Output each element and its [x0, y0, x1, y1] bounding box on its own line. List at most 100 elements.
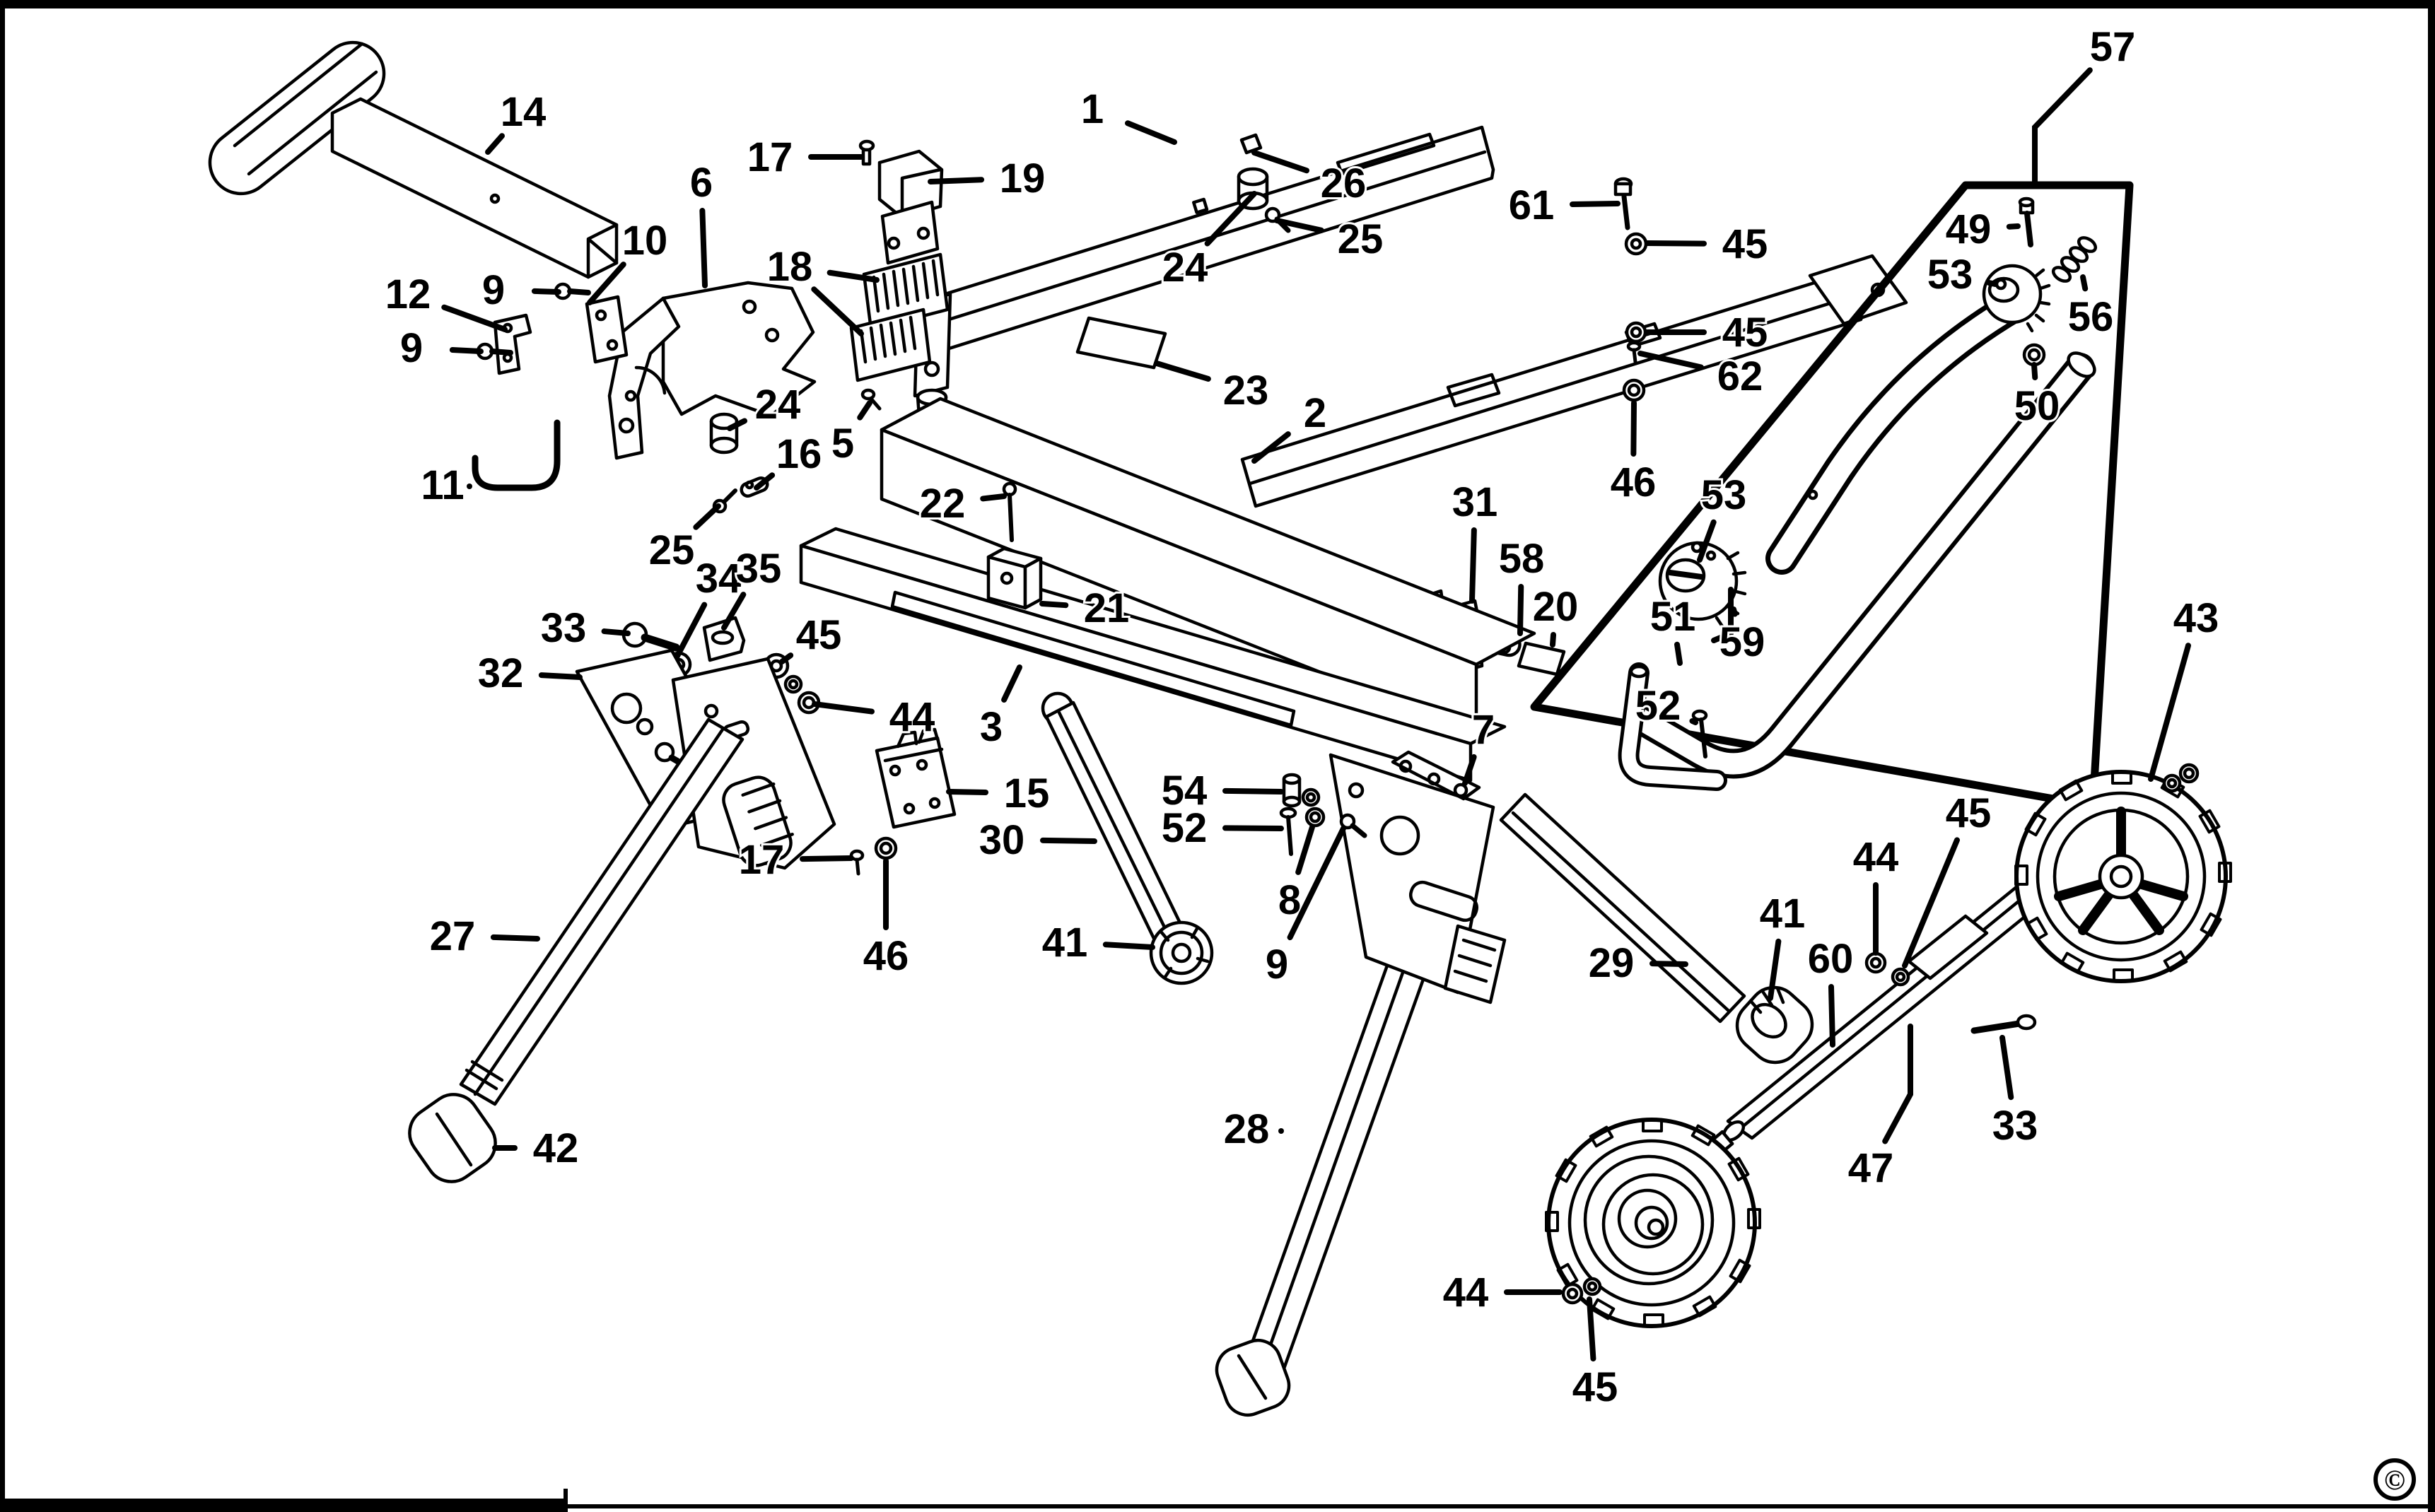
sticker-part-20	[1517, 641, 1566, 676]
leader-line-part-10	[587, 262, 626, 305]
callout-part-50: 50	[2012, 362, 2062, 431]
nut-part-46-upper	[1622, 378, 1646, 402]
callout-part-24: 24	[1160, 191, 1257, 293]
part-number-label-45: 45	[1722, 221, 1768, 267]
part-14-carry-handle	[208, 40, 619, 279]
part-number-label-27: 27	[430, 913, 476, 959]
part-number-label-24: 24	[1162, 245, 1208, 291]
leader-line-part-44	[812, 701, 875, 715]
fasteners-44-45-right	[1864, 951, 1910, 987]
callout-part-51: 51	[1648, 592, 1698, 666]
part-number-label-58: 58	[1499, 536, 1545, 582]
block-part-21	[986, 546, 1043, 610]
part-number-label-6: 6	[690, 160, 713, 206]
callout-part-24: 24	[727, 380, 802, 431]
leader-line-part-35	[721, 592, 747, 631]
screw-part-17-top	[858, 139, 875, 166]
leader-line-part-32	[538, 672, 583, 680]
callout-part-45: 45	[1645, 307, 1770, 358]
u-tube-part-51	[1618, 662, 1727, 791]
part-number-label-33: 33	[541, 605, 587, 651]
knob-part-53-lower	[1658, 541, 1747, 628]
callout-part-18: 18	[765, 242, 880, 336]
plate-part-15	[875, 727, 957, 829]
leader-line-part-56	[2080, 274, 2089, 292]
hex-key-part-59	[1711, 587, 1734, 643]
callout-part-28: 28	[1222, 1104, 1284, 1154]
leader-line-part-43	[2148, 643, 2191, 782]
callout-part-59: 59	[1717, 606, 1767, 667]
callout-part-30: 30	[977, 815, 1097, 865]
callout-part-58: 58	[1497, 534, 1546, 636]
callout-part-56: 56	[2066, 274, 2115, 342]
bolt-part-49	[2018, 197, 2035, 247]
strap-part-7	[1391, 750, 1481, 801]
callout-part-52: 52	[1160, 803, 1284, 853]
callout-part-11: 11	[419, 460, 472, 510]
screw-part-9-upper	[554, 282, 591, 300]
leader-line-part-50	[2031, 362, 2038, 381]
leader-line-part-27	[490, 934, 540, 942]
part-number-label-15: 15	[1004, 770, 1050, 816]
leader-line-part-45	[1645, 240, 1707, 247]
washer-part-45-upper	[1624, 232, 1648, 256]
callout-part-1: 1	[1079, 84, 1177, 145]
part-number-label-35: 35	[736, 546, 782, 592]
leader-line-part-22	[980, 493, 1007, 502]
part-number-label-24: 24	[755, 382, 801, 428]
callout-part-42: 42	[492, 1123, 580, 1173]
leader-line-part-3	[1001, 664, 1022, 703]
pin-part-22	[1002, 481, 1017, 542]
leader-line-part-33	[1999, 1035, 2014, 1101]
part-number-label-53: 53	[1927, 252, 1973, 298]
leader-line-part-23	[1154, 361, 1211, 382]
part-number-label-41: 41	[1042, 920, 1088, 966]
screw-part-62	[1626, 341, 1642, 364]
part-number-label-34: 34	[696, 556, 742, 602]
screw-part-9-right	[1339, 813, 1367, 838]
part-number-label-45: 45	[1946, 790, 1992, 836]
callout-part-9: 9	[398, 323, 484, 373]
part-number-label-26: 26	[1321, 160, 1367, 206]
leader-line-part-45	[1902, 837, 1960, 968]
leader-line-part-26	[1251, 150, 1310, 174]
screw-part-5	[860, 388, 882, 411]
bracket-part-19	[877, 149, 944, 265]
part-number-label-1: 1	[1081, 86, 1104, 132]
nut-part-50	[2022, 343, 2046, 367]
leader-line-part-9	[449, 346, 484, 354]
leader-line-part-49	[2006, 223, 2021, 230]
foot-part-28	[1215, 1338, 1291, 1417]
leader-line-part-12	[441, 304, 508, 332]
leader-line-part-45	[1587, 1296, 1596, 1362]
hook-part-11	[472, 419, 561, 491]
nut-part-44-left	[797, 691, 821, 715]
part-number-label-44: 44	[1443, 1270, 1489, 1315]
part-number-label-43: 43	[2173, 595, 2219, 641]
callout-part-29: 29	[1587, 938, 1688, 988]
leader-line-part-45	[779, 652, 794, 664]
callout-part-33: 33	[1990, 1035, 2040, 1151]
callout-part-16: 16	[754, 429, 824, 491]
callout-part-52: 52	[1633, 681, 1698, 731]
part-number-label-46: 46	[1611, 459, 1657, 505]
callout-part-23: 23	[1154, 361, 1271, 416]
leader-line-part-29	[1649, 961, 1688, 967]
callout-part-53: 53	[1925, 250, 1998, 300]
callout-part-32: 32	[476, 648, 583, 698]
callout-part-25: 25	[1274, 214, 1385, 264]
part-number-label-50: 50	[2014, 383, 2060, 429]
part-number-label-16: 16	[776, 431, 822, 477]
leader-line-part-2	[1251, 431, 1291, 464]
part-number-label-45: 45	[796, 612, 842, 658]
part-number-label-5: 5	[831, 421, 854, 467]
part-number-label-31: 31	[1452, 479, 1498, 525]
part-number-label-17: 17	[747, 134, 793, 180]
callout-part-45: 45	[1645, 219, 1770, 269]
roller-part-24-left	[709, 412, 739, 455]
callout-part-20: 20	[1531, 582, 1580, 647]
